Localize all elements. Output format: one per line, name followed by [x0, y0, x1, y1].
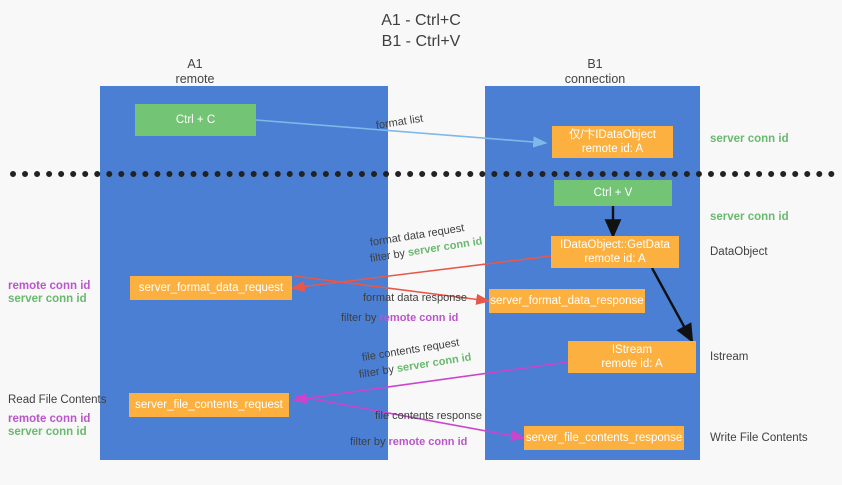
edge-label-file-contents-response: file contents response [375, 410, 483, 422]
filter-prefix-2: filter by [341, 312, 380, 324]
phase-divider [10, 171, 835, 177]
box-istream[interactable]: IStream remote id: A [568, 341, 696, 373]
lane-b1-subtitle: connection [564, 72, 626, 86]
label-server-conn-id-mid: server conn id [710, 211, 789, 223]
page-title: A1 - Ctrl+C B1 - Ctrl+V [0, 10, 842, 52]
box-istream-line1: IStream [611, 344, 653, 356]
box-server-file-contents-request[interactable]: server_file_contents_request [129, 393, 289, 417]
label-istream: Istream [710, 351, 749, 363]
lane-a1-subtitle: remote [175, 72, 215, 86]
filter-value-remote-conn-id-1: remote conn id [379, 312, 459, 324]
box-server-format-data-response[interactable]: server_format_data_response [489, 289, 645, 313]
edge-label-format-data-response-filter: filter by remote conn id [341, 311, 458, 325]
title-line-2: B1 - Ctrl+V [381, 33, 461, 50]
box-server-format-data-request[interactable]: server_format_data_request [130, 276, 292, 300]
lane-a1-name: A1 [187, 57, 203, 71]
box-istream-line2: remote id: A [601, 358, 663, 370]
box-ctrl-c-line1: Ctrl + C [175, 114, 216, 126]
box-server-file-contents-request-label: server_file_contents_request [135, 399, 283, 411]
label-server-conn-id-2: server conn id [8, 426, 87, 438]
lane-header-a1: A1 remote [120, 57, 270, 87]
filter-prefix-4: filter by [350, 436, 389, 448]
lane-header-b1: B1 connection [530, 57, 660, 87]
label-dataobject: DataObject [710, 246, 768, 258]
box-server-file-contents-response[interactable]: server_file_contents_response [524, 426, 684, 450]
filter-value-remote-conn-id-2: remote conn id [388, 436, 468, 448]
box-server-format-data-response-label: server_format_data_response [490, 295, 644, 307]
label-remote-conn-id-2: remote conn id [8, 413, 91, 425]
box-ole-dataobject[interactable]: 仅/卞IDataObject remote id: A [552, 126, 673, 158]
edge-label-file-contents-response-filter: filter by remote conn id [350, 435, 467, 449]
box-server-format-data-request-label: server_format_data_request [138, 282, 284, 294]
title-line-1: A1 - Ctrl+C [381, 12, 461, 29]
box-ctrl-v[interactable]: Ctrl + V [554, 180, 672, 206]
box-ctrl-v-line1: Ctrl + V [593, 187, 633, 199]
box-server-file-contents-response-label: server_file_contents_response [525, 432, 683, 444]
box-ole-dataobject-line2: remote id: A [581, 143, 644, 155]
box-idataobject-getdata[interactable]: IDataObject::GetData remote id: A [551, 236, 679, 268]
edge-label-format-data-response: format data response [363, 292, 467, 304]
box-getdata-line1: IDataObject::GetData [560, 239, 670, 251]
box-getdata-line2: remote id: A [584, 253, 646, 265]
box-ole-dataobject-line1: 仅/卞IDataObject [569, 129, 656, 141]
box-ctrl-c[interactable]: Ctrl + C [135, 104, 256, 136]
label-read-file-contents: Read File Contents [8, 394, 107, 406]
label-server-conn-id-1: server conn id [8, 293, 87, 305]
label-server-conn-id-top: server conn id [710, 133, 789, 145]
label-remote-conn-id-1: remote conn id [8, 280, 91, 292]
lane-b1-name: B1 [587, 57, 603, 71]
label-write-file-contents: Write File Contents [710, 432, 808, 444]
